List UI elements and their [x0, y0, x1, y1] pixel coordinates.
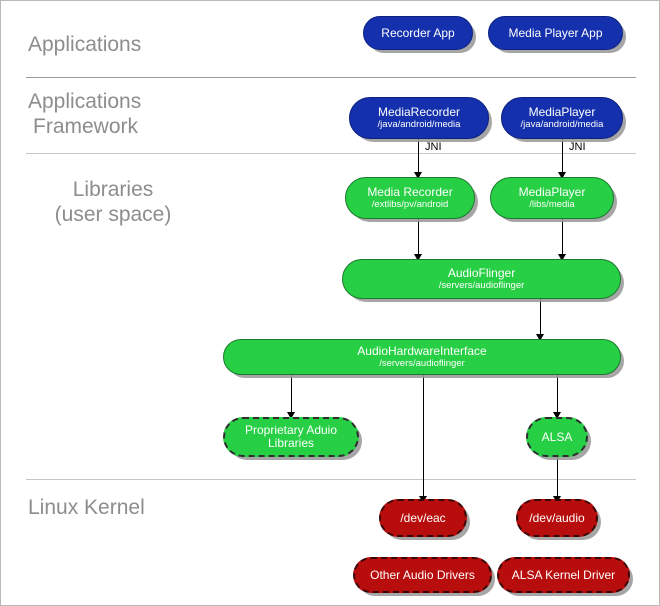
jni-label-left: JNI — [425, 141, 442, 153]
jni-label-right: JNI — [569, 141, 586, 153]
node-mediaplayer-lib-title: MediaPlayer — [518, 184, 586, 199]
node-proprietary-audio-libraries[interactable]: Proprietary Aduio Libraries — [223, 417, 359, 457]
node-media-recorder-lib-title: Media Recorder — [367, 184, 453, 199]
arrowhead-ahi-to-proprietary — [287, 412, 295, 419]
node-media-recorder-lib-path: /extlibs/pv/android — [371, 198, 449, 210]
divider-libraries — [26, 479, 636, 480]
divider-applications — [26, 77, 636, 78]
layer-label-libraries-line2: (user space) — [54, 203, 172, 226]
divider-framework — [26, 153, 636, 154]
node-alsa-kernel-driver-title: ALSA Kernel Driver — [511, 567, 616, 582]
node-alsa-kernel-driver[interactable]: ALSA Kernel Driver — [497, 557, 630, 593]
node-mediaplayer-framework-title: MediaPlayer — [528, 104, 596, 119]
arrowhead-mediarecorder-to-lib — [414, 172, 422, 179]
node-audioflinger-title: AudioFlinger — [447, 265, 516, 280]
connector-ahi-to-dev-eac — [423, 375, 424, 499]
connector-mediarecorderlib-to-audioflinger — [418, 219, 419, 259]
node-mediaplayer-framework[interactable]: MediaPlayer /java/android/media — [501, 97, 623, 139]
connector-ahi-to-proprietary — [291, 375, 292, 417]
node-other-audio-drivers[interactable]: Other Audio Drivers — [353, 557, 492, 593]
connector-audioflinger-to-ahi — [540, 299, 541, 339]
node-audiohardwareinterface-title: AudioHardwareInterface — [357, 343, 487, 358]
layer-label-applications-framework: Applications Framework — [28, 89, 141, 139]
node-dev-audio[interactable]: /dev/audio — [516, 499, 598, 537]
arrowhead-mediarecorderlib-to-audioflinger — [414, 254, 422, 261]
node-alsa-title: ALSA — [541, 429, 573, 444]
node-mediaplayer-framework-path: /java/android/media — [520, 118, 604, 130]
node-audioflinger-path: /servers/audioflinger — [438, 279, 525, 291]
connector-mediarecorder-to-lib — [418, 139, 419, 177]
node-other-audio-drivers-title: Other Audio Drivers — [370, 567, 475, 582]
node-mediaplayer-lib-path: /libs/media — [529, 198, 575, 210]
node-audiohardwareinterface[interactable]: AudioHardwareInterface /servers/audiofli… — [223, 339, 621, 375]
node-media-recorder-lib[interactable]: Media Recorder /extlibs/pv/android — [345, 177, 475, 219]
layer-label-libraries-line1: Libraries — [72, 178, 154, 201]
node-mediarecorder-framework-path: /java/android/media — [377, 118, 461, 130]
node-mediarecorder-framework[interactable]: MediaRecorder /java/android/media — [349, 97, 489, 139]
node-dev-eac[interactable]: /dev/eac — [379, 499, 467, 537]
connector-mediaplayer-to-lib — [562, 139, 563, 177]
node-dev-audio-title: /dev/audio — [529, 510, 585, 525]
node-mediaplayer-lib[interactable]: MediaPlayer /libs/media — [490, 177, 614, 219]
node-media-player-app[interactable]: Media Player App — [488, 16, 623, 50]
node-recorder-app-title: Recorder App — [381, 25, 455, 40]
node-dev-eac-title: /dev/eac — [400, 510, 446, 525]
node-media-player-app-title: Media Player App — [508, 25, 603, 40]
connector-mediaplayerlib-to-audioflinger — [562, 219, 563, 259]
node-recorder-app[interactable]: Recorder App — [363, 16, 473, 50]
layer-label-applications-framework-line1: Applications — [28, 90, 142, 113]
node-audioflinger[interactable]: AudioFlinger /servers/audioflinger — [342, 259, 621, 299]
connector-ahi-to-alsa — [557, 375, 558, 417]
node-mediarecorder-framework-title: MediaRecorder — [377, 104, 461, 119]
layer-label-linux-kernel: Linux Kernel — [28, 496, 145, 519]
arrowhead-mediaplayerlib-to-audioflinger — [558, 254, 566, 261]
connector-alsa-to-dev-audio — [557, 457, 558, 499]
layer-label-libraries: Libraries (user space) — [23, 177, 203, 227]
layer-label-applications-framework-line2: Framework — [33, 115, 139, 138]
node-audiohardwareinterface-path: /servers/audioflinger — [379, 357, 465, 369]
layer-label-applications: Applications — [28, 33, 142, 56]
node-alsa[interactable]: ALSA — [526, 417, 588, 457]
arrowhead-mediaplayer-to-lib — [558, 172, 566, 179]
node-proprietary-audio-libraries-line1: Proprietary Aduio — [244, 423, 338, 438]
node-proprietary-audio-libraries-line2: Libraries — [267, 436, 315, 450]
arrowhead-ahi-to-alsa — [553, 412, 561, 419]
arrowhead-audioflinger-to-ahi — [536, 334, 544, 341]
